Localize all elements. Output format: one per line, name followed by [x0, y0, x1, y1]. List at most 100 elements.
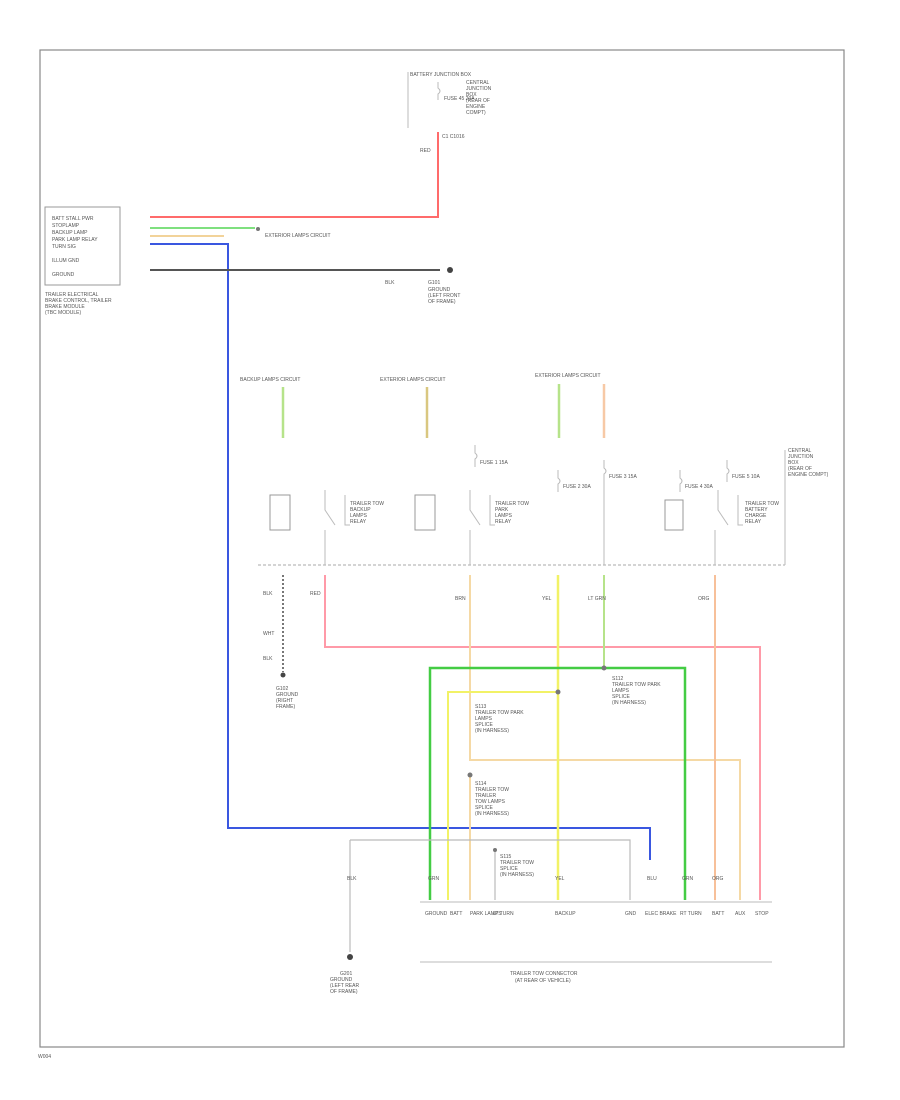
relay-backup: TRAILER TOW BACKUP LAMPS RELAY — [269, 490, 384, 531]
svg-text:S112: S112 — [612, 676, 624, 682]
svg-text:SPLICE: SPLICE — [612, 694, 630, 700]
svg-text:CENTRAL: CENTRAL — [466, 80, 490, 86]
svg-text:WHT: WHT — [263, 631, 274, 637]
svg-text:SPLICE: SPLICE — [475, 805, 493, 811]
svg-text:(AT REAR OF VEHICLE): (AT REAR OF VEHICLE) — [515, 978, 571, 984]
svg-text:TRAILER: TRAILER — [475, 793, 497, 799]
ground-g101-label: G101 — [428, 280, 440, 286]
svg-text:(IN HARNESS): (IN HARNESS) — [500, 872, 534, 878]
svg-text:S115: S115 — [500, 854, 512, 860]
svg-text:RELAY: RELAY — [495, 519, 512, 525]
svg-text:LAMPS: LAMPS — [475, 716, 493, 722]
red-wire — [150, 132, 439, 218]
fuse-45-label: FUSE 45 20A — [444, 96, 475, 102]
svg-text:ORG: ORG — [712, 876, 724, 882]
svg-text:JUNCTION: JUNCTION — [466, 86, 492, 92]
svg-text:(LEFT REAR: (LEFT REAR — [330, 983, 359, 989]
green-wire-left — [428, 666, 604, 900]
ground-g101-symbol — [447, 267, 453, 273]
svg-text:ORG: ORG — [698, 596, 710, 602]
svg-text:SPLICE: SPLICE — [475, 722, 493, 728]
svg-text:LAMPS: LAMPS — [495, 513, 513, 519]
svg-text:YEL: YEL — [555, 876, 565, 882]
svg-text:FUSE 4 30A: FUSE 4 30A — [685, 484, 713, 490]
svg-text:TRAILER TOW: TRAILER TOW — [475, 787, 509, 793]
fuse-45-pin: C1 C1016 — [442, 134, 465, 140]
red-wire-label: RED — [420, 148, 431, 154]
svg-text:COMPT): COMPT) — [466, 110, 486, 116]
mid-fuses: FUSE 1 15A FUSE 2 30A FUSE 3 15A FUSE 4 … — [324, 445, 760, 565]
svg-text:BOX: BOX — [466, 92, 477, 98]
svg-text:BLU: BLU — [647, 876, 657, 882]
central-junction-box: CENTRAL JUNCTION BOX (REAR OF ENGINE COM… — [258, 448, 829, 566]
svg-text:BATT: BATT — [712, 911, 724, 917]
svg-text:(REAR OF: (REAR OF — [466, 98, 490, 104]
svg-text:(REAR OF: (REAR OF — [788, 466, 812, 472]
svg-text:TOW LAMPS: TOW LAMPS — [475, 799, 506, 805]
battery-junction-box-heading: BATTERY JUNCTION BOX — [410, 72, 472, 78]
relay-battery-charge: TRAILER TOW BATTERY CHARGE RELAY — [664, 490, 779, 531]
svg-text:S113: S113 — [475, 704, 487, 710]
svg-text:GROUND: GROUND — [428, 287, 451, 293]
relay-park: TRAILER TOW PARK LAMPS RELAY — [414, 490, 529, 531]
svg-text:RED: RED — [310, 591, 321, 597]
gray-branch-wire — [350, 839, 631, 900]
svg-text:FUSE 5 10A: FUSE 5 10A — [732, 474, 760, 480]
svg-text:GROUND: GROUND — [276, 692, 299, 698]
svg-text:TRAILER TOW: TRAILER TOW — [745, 501, 779, 507]
svg-text:OF FRAME): OF FRAME) — [428, 299, 456, 305]
svg-text:GRN: GRN — [682, 876, 694, 882]
ground-g102-symbol — [280, 672, 286, 678]
ground-g102-label: G102 — [276, 686, 288, 692]
splice-s113-node — [555, 689, 561, 695]
svg-text:AUX: AUX — [735, 911, 746, 917]
svg-text:BACKUP: BACKUP — [350, 507, 371, 513]
ground-g201-symbol — [347, 954, 353, 960]
svg-text:TRAILER ELECTRICAL: TRAILER ELECTRICAL — [45, 292, 99, 298]
svg-text:GROUND: GROUND — [425, 911, 448, 917]
svg-text:ENGINE COMPT): ENGINE COMPT) — [788, 472, 829, 478]
svg-text:RT TURN: RT TURN — [680, 911, 702, 917]
trailer-tow-connector: GROUND BATT PARK LAMPS LT TURN BACKUP GN… — [420, 901, 772, 984]
svg-text:JUNCTION: JUNCTION — [788, 454, 814, 460]
svg-text:GROUND: GROUND — [52, 272, 75, 278]
svg-text:CHARGE: CHARGE — [745, 513, 767, 519]
exterior-lamps-top-label: EXTERIOR LAMPS CIRCUIT — [265, 233, 331, 239]
svg-text:FUSE 1 15A: FUSE 1 15A — [480, 460, 508, 466]
svg-text:OF FRAME): OF FRAME) — [330, 989, 358, 995]
svg-text:S114: S114 — [475, 781, 487, 787]
svg-text:BATT: BATT — [450, 911, 462, 917]
svg-text:RELAY: RELAY — [745, 519, 762, 525]
svg-text:LAMPS: LAMPS — [350, 513, 368, 519]
svg-text:STOPLAMP: STOPLAMP — [52, 223, 80, 229]
splice-s114-node — [467, 772, 473, 778]
svg-text:BACKUP: BACKUP — [555, 911, 576, 917]
splice-s115-node — [493, 848, 497, 852]
svg-text:PARK: PARK — [495, 507, 509, 513]
connector-caption: TRAILER TOW CONNECTOR — [510, 971, 578, 977]
svg-text:ELEC BRAKE: ELEC BRAKE — [645, 911, 677, 917]
svg-text:YEL: YEL — [542, 596, 552, 602]
svg-text:ENGINE: ENGINE — [466, 104, 486, 110]
svg-text:BOX: BOX — [788, 460, 799, 466]
svg-text:PARK LAMPS: PARK LAMPS — [470, 911, 502, 917]
svg-text:TRAILER TOW PARK: TRAILER TOW PARK — [612, 682, 661, 688]
svg-text:FUSE 2 30A: FUSE 2 30A — [563, 484, 591, 490]
svg-text:STOP: STOP — [755, 911, 769, 917]
splice-s112-node — [601, 665, 607, 671]
svg-text:BRAKE CONTROL, TRAILER: BRAKE CONTROL, TRAILER — [45, 298, 112, 304]
tbc-module: BATT STALL PWR STOPLAMP BACKUP LAMP PARK… — [44, 206, 121, 316]
svg-text:TURN SIG: TURN SIG — [52, 244, 76, 250]
svg-text:RELAY: RELAY — [350, 519, 367, 525]
green-wire-right — [604, 666, 687, 900]
svg-text:(IN HARNESS): (IN HARNESS) — [475, 811, 509, 817]
backup-lamps-circuit: BACKUP LAMPS CIRCUIT — [240, 377, 300, 383]
svg-text:LT GRN: LT GRN — [588, 596, 606, 602]
svg-text:TRAILER TOW: TRAILER TOW — [495, 501, 529, 507]
fuse-45-symbol — [437, 82, 441, 100]
svg-text:ILLUM GND: ILLUM GND — [52, 258, 80, 264]
svg-text:LAMPS: LAMPS — [612, 688, 630, 694]
pink-wire — [324, 575, 761, 900]
yellow-branch-wire — [447, 691, 558, 900]
svg-text:BLK: BLK — [263, 591, 273, 597]
